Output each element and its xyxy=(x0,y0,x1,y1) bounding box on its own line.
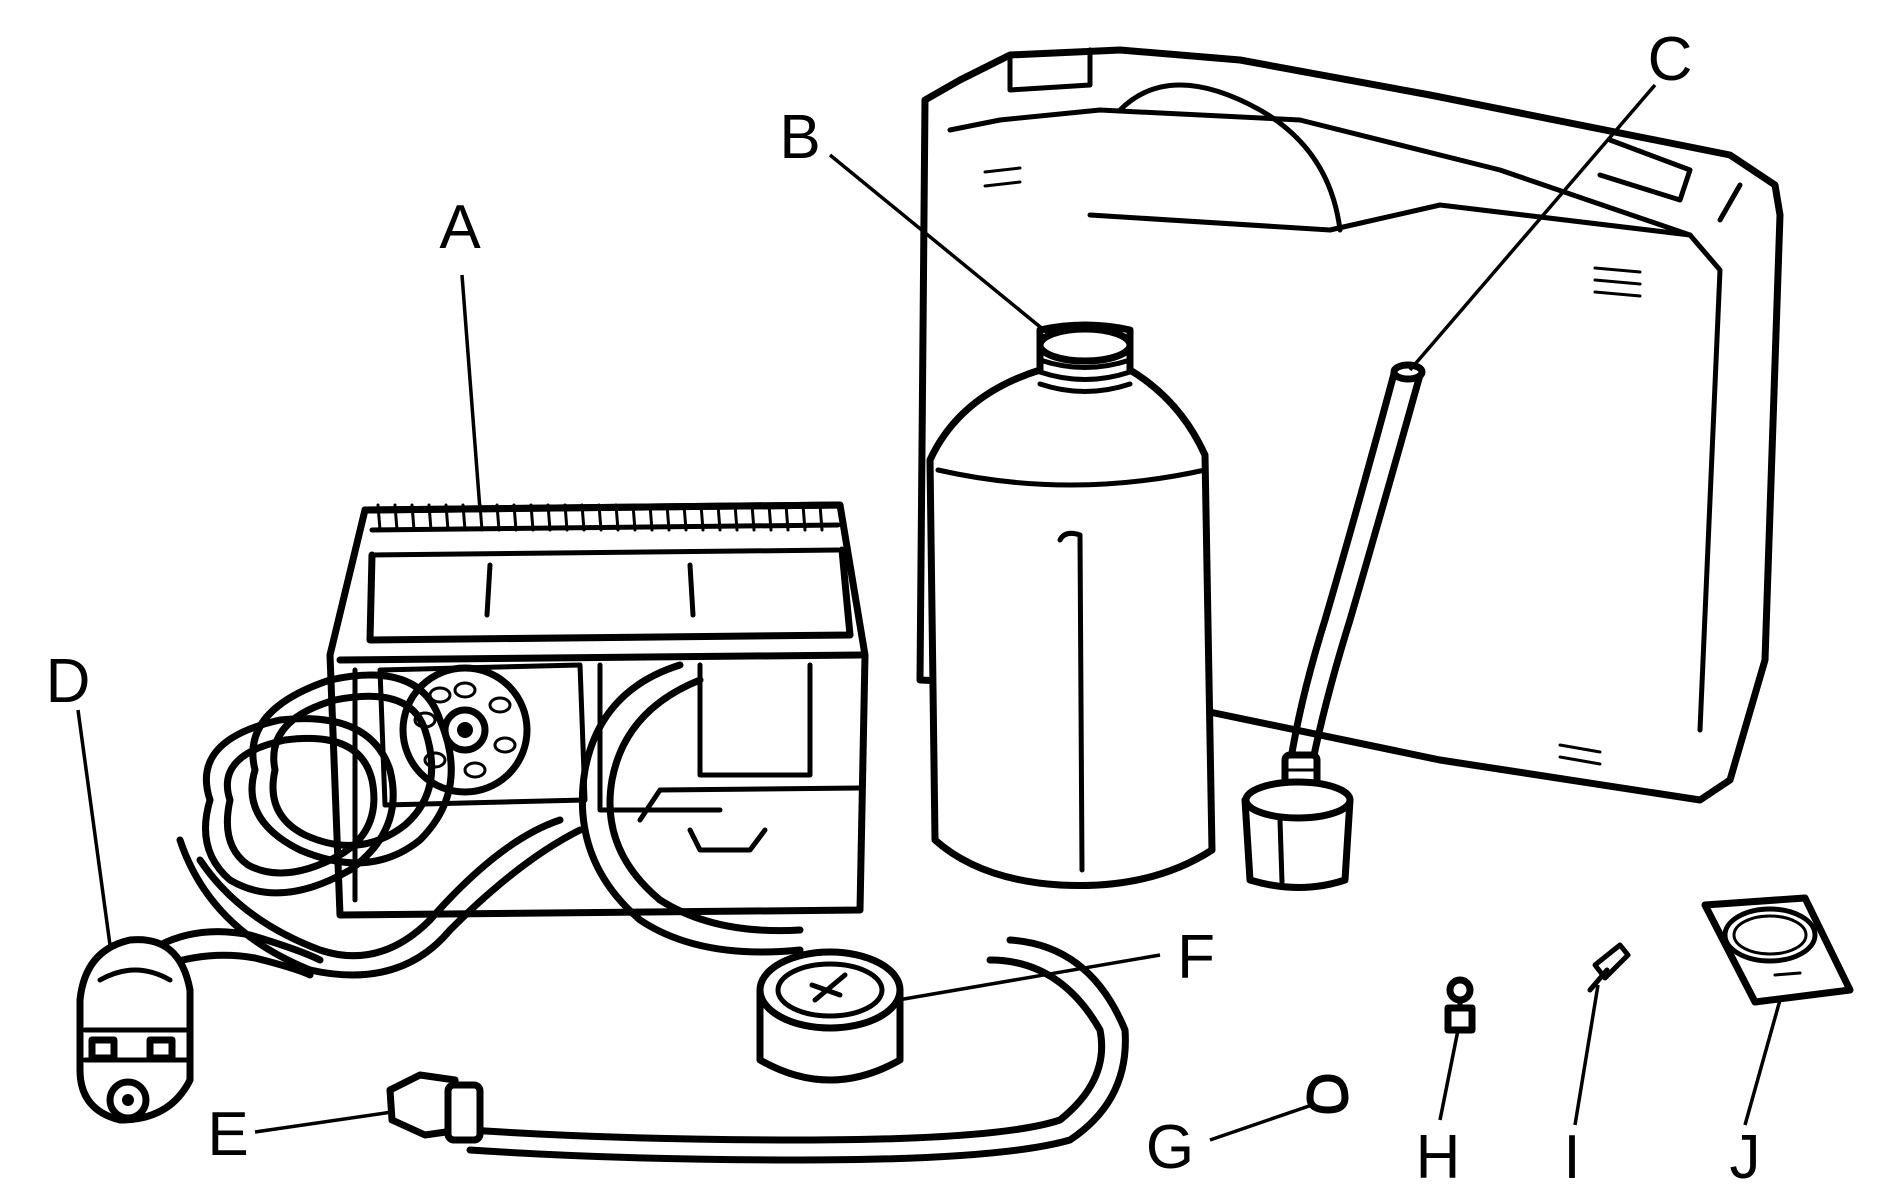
valve-tool-i xyxy=(1587,942,1631,993)
filler-tube xyxy=(1241,361,1426,891)
pressure-gauge xyxy=(756,948,904,1084)
callout-b: B xyxy=(779,103,820,172)
gauge-holes xyxy=(413,681,517,779)
compressor-ribs xyxy=(376,503,824,532)
valve-core-h xyxy=(1444,976,1476,1034)
callout-g: G xyxy=(1146,1113,1194,1182)
hose-end-fitting xyxy=(386,1071,484,1144)
callout-h: H xyxy=(1416,1123,1461,1191)
callout-d: D xyxy=(46,647,91,716)
leader-lines xyxy=(76,83,1782,1142)
speed-label-j xyxy=(1701,894,1854,1006)
callout-labels: A B C D E F G H I J xyxy=(46,25,1761,1191)
callout-f: F xyxy=(1177,923,1215,992)
sealant-bottle xyxy=(926,321,1216,890)
power-cord-coil xyxy=(156,671,584,979)
air-hose xyxy=(466,661,1129,1164)
callout-i: I xyxy=(1563,1123,1580,1191)
callout-c: C xyxy=(1648,25,1693,94)
power-plug xyxy=(76,936,194,1124)
valve-cap-g xyxy=(1306,1074,1349,1114)
callout-a: A xyxy=(439,193,481,262)
callout-e: E xyxy=(207,1100,248,1169)
callout-j: J xyxy=(1730,1123,1761,1191)
